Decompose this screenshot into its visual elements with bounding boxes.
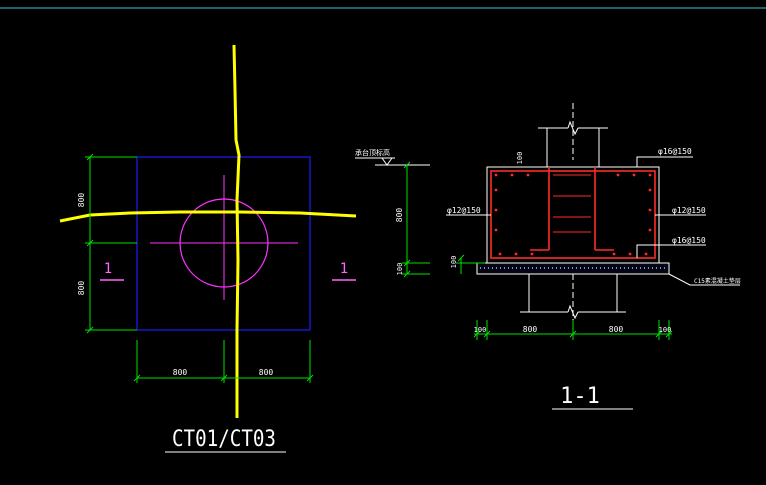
rebar-cage (490, 167, 656, 259)
section-dim-cover-bottom-text: 100 (516, 152, 524, 165)
section-view: 承台顶标高 800 100 100 100 φ16@150 φ12@150 φ1… (355, 103, 741, 410)
plan-dim-top-vertical-text: 800 (77, 193, 86, 208)
section-dim-bed-left-text: 100 (450, 256, 458, 269)
section-dim-cover-top-text: 100 (396, 263, 404, 276)
grid-axis-horizontal (59, 210, 357, 223)
plan-dim-right-horizontal-text: 800 (259, 368, 274, 377)
grid-axis-vertical (232, 44, 241, 418)
rebar-top-label: φ16@150 (658, 147, 692, 156)
section-dim-right-edge-text: 100 (659, 326, 672, 334)
section-dim-height-text: 800 (395, 208, 404, 223)
section-dim-vertical (402, 161, 485, 278)
plan-dim-bottom-vertical-text: 800 (77, 281, 86, 296)
section-cap-outline (486, 166, 660, 264)
plan-view: 800 800 800 800 1 1 CT01/CT03 (59, 44, 357, 453)
elevation-marker (355, 157, 430, 166)
rebar-bottom-label: φ16@150 (672, 236, 706, 245)
bedding-label: C15素混凝土垫层 (694, 277, 741, 285)
section-mark-left: 1 (104, 261, 112, 277)
plan-dim-left-horizontal-text: 800 (173, 368, 188, 377)
section-dim-left-edge-text: 100 (474, 326, 487, 334)
plan-dim-bottom (133, 340, 314, 383)
rebar-leaders (446, 156, 740, 286)
section-mark-right: 1 (340, 261, 348, 277)
plan-dim-left (85, 153, 137, 334)
pile-below (520, 274, 626, 330)
rebar-left-label: φ12@150 (447, 206, 481, 215)
plan-title: CT01/CT03 (172, 427, 276, 452)
column-above (538, 103, 608, 167)
section-dim-right-half-text: 800 (609, 325, 624, 334)
section-dim-horizontal (473, 320, 673, 340)
section-dim-left-half-text: 800 (523, 325, 538, 334)
rebar-right-label: φ12@150 (672, 206, 706, 215)
rebar-dots (494, 173, 652, 256)
elevation-label: 承台顶标高 (355, 148, 390, 157)
section-title: 1-1 (560, 384, 600, 409)
